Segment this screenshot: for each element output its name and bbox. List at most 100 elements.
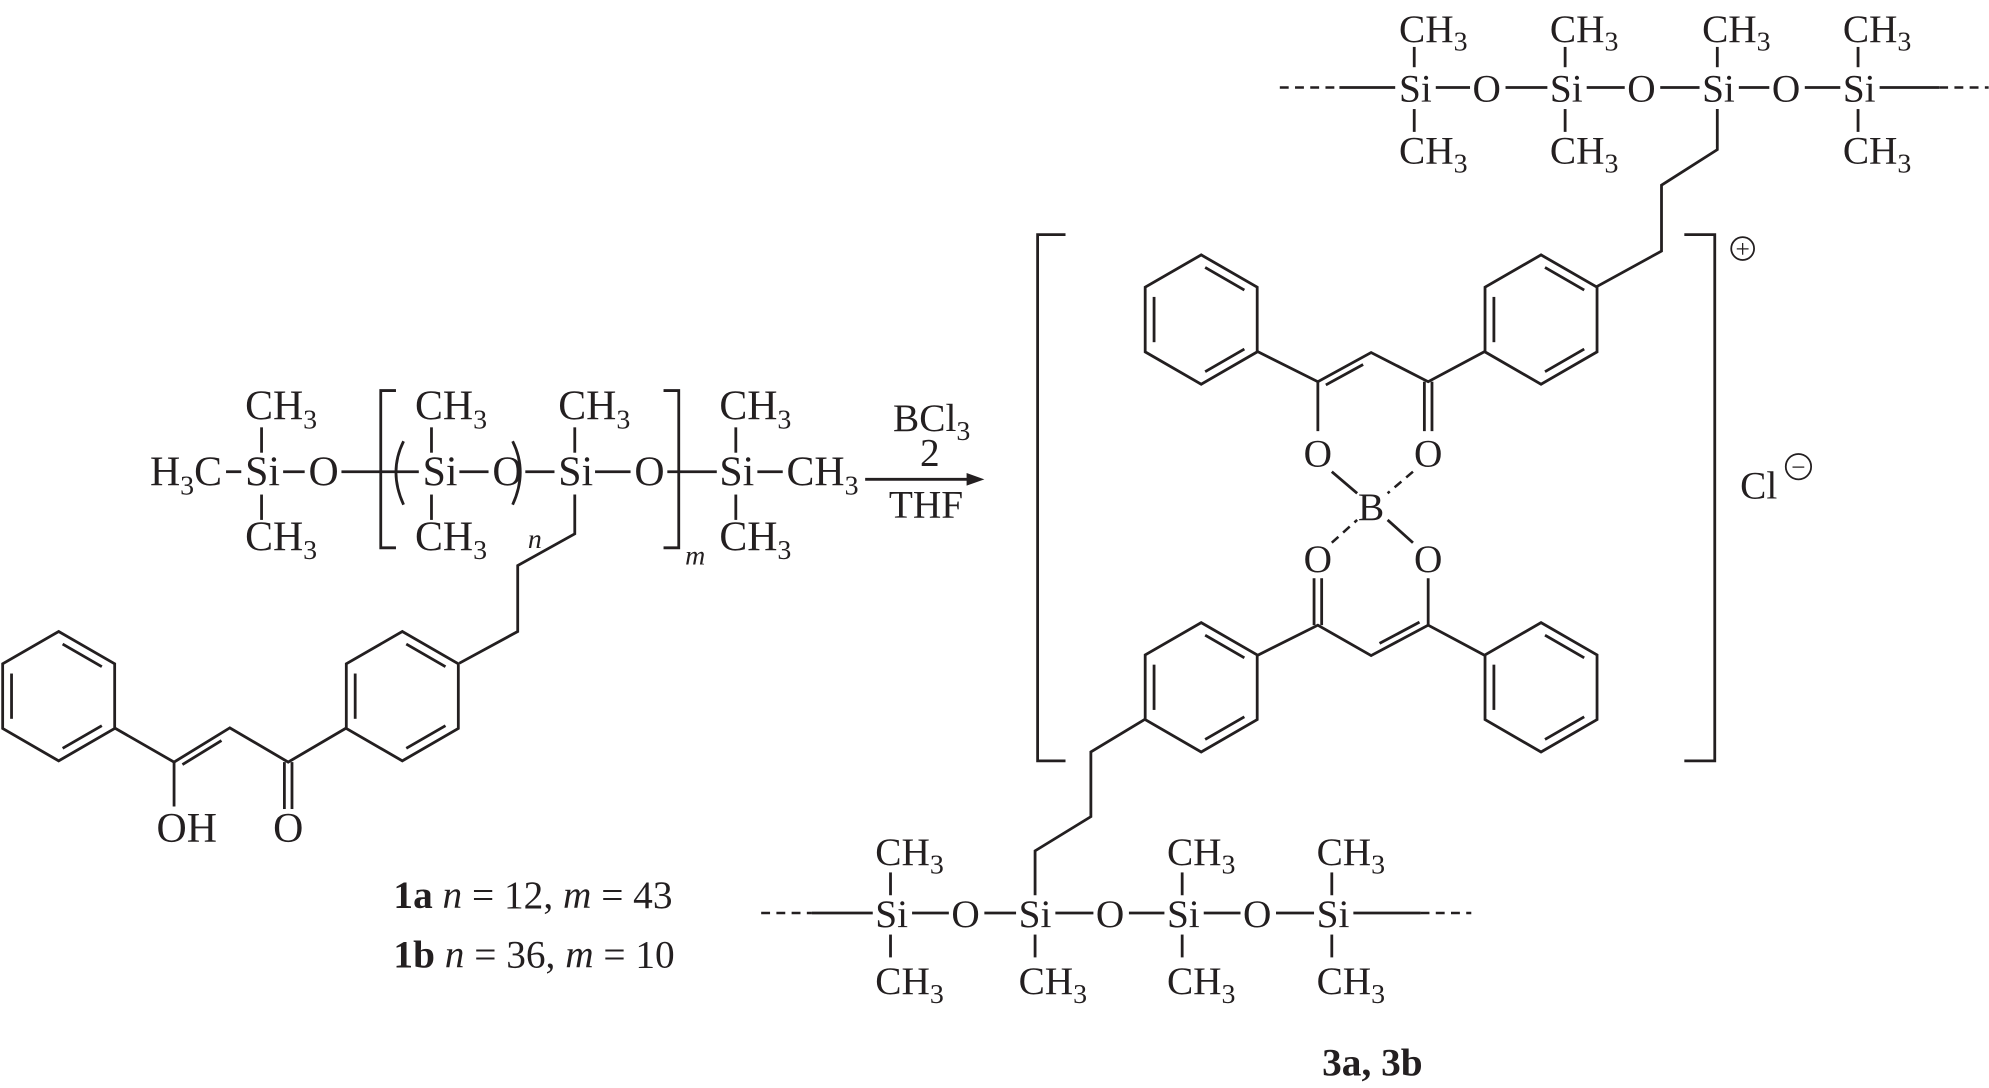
subscript: 3 bbox=[930, 850, 944, 881]
methyl-group: CH3 bbox=[1167, 830, 1236, 881]
n-symbol: n bbox=[445, 933, 465, 977]
methyl-group: CH3 bbox=[1399, 7, 1468, 58]
subscript: 3 bbox=[180, 471, 194, 502]
subscript: 3 bbox=[1897, 148, 1911, 179]
phenyl-ring bbox=[1, 629, 117, 763]
paren-right bbox=[511, 440, 522, 506]
methyl-group: H3C bbox=[150, 450, 222, 502]
reagent-equivalents: 2 bbox=[920, 430, 940, 474]
double-bond-line bbox=[1204, 715, 1246, 741]
formula-text: CH bbox=[1550, 129, 1605, 173]
silicon-atom: Si bbox=[245, 450, 280, 496]
formula-text: CH bbox=[1702, 7, 1757, 51]
minus-sign: − bbox=[1791, 454, 1805, 482]
propyl-linker bbox=[458, 494, 577, 665]
formula-text: CH bbox=[558, 384, 616, 430]
phenyl-ring bbox=[1483, 621, 1599, 754]
methyl-group: CH3 bbox=[875, 830, 944, 881]
reaction-arrow: BCl3 2 THF bbox=[865, 396, 985, 526]
complex-bracket-left bbox=[1036, 233, 1066, 763]
formula-text: CH bbox=[245, 384, 303, 430]
formula-text: CH bbox=[1167, 830, 1222, 874]
double-bond-line bbox=[181, 739, 223, 766]
formula-text: C bbox=[194, 450, 222, 496]
n-value: = 36, bbox=[464, 933, 565, 977]
formula-text: CH bbox=[1167, 959, 1222, 1003]
n-value: = 12, bbox=[462, 873, 563, 917]
silicon-atom: Si bbox=[423, 450, 458, 496]
m-value: = 10 bbox=[594, 933, 675, 977]
silicon-atom: Si bbox=[1702, 66, 1735, 110]
diketone-chain bbox=[1256, 350, 1486, 384]
coordination-bond bbox=[1330, 518, 1359, 544]
formula-text: CH bbox=[1550, 7, 1605, 51]
subscript: 3 bbox=[930, 979, 944, 1010]
formula-text: BCl bbox=[893, 396, 956, 440]
silicon-atom: Si bbox=[875, 892, 908, 936]
subscript: 3 bbox=[1454, 27, 1468, 58]
product-bottom-siloxane: Si O Si O Si O Si CH3 CH3 CH3 CH3 CH3 CH… bbox=[875, 830, 1385, 1010]
double-bond-line bbox=[1544, 347, 1585, 373]
hydroxyl-group: OH bbox=[157, 806, 217, 852]
methyl-group: CH3 bbox=[1317, 959, 1386, 1010]
formula-text: CH bbox=[415, 514, 473, 560]
formula-text: CH bbox=[787, 450, 845, 496]
starting-siloxane-chain: H3C Si O Si O Si O Si CH3 CH3 CH3 CH3 CH… bbox=[150, 384, 859, 852]
double-bond-line bbox=[1204, 347, 1246, 373]
double-bond-line bbox=[1378, 620, 1421, 645]
m-symbol: m bbox=[563, 873, 591, 917]
methyl-group: CH3 bbox=[245, 514, 317, 566]
repeat-index-n: n bbox=[528, 524, 542, 555]
oxygen-atom: O bbox=[1096, 892, 1124, 936]
double-bond-line bbox=[1204, 266, 1246, 292]
double-bond-line bbox=[61, 642, 103, 668]
silicon-atom: Si bbox=[719, 450, 754, 496]
subscript: 3 bbox=[473, 405, 487, 436]
subscript: 3 bbox=[1073, 979, 1087, 1010]
subscript: 3 bbox=[473, 535, 487, 566]
oxygen-atom: O bbox=[1414, 432, 1442, 476]
subscript: 3 bbox=[303, 405, 317, 436]
caption-1a: 1a n = 12, m = 43 bbox=[393, 873, 672, 917]
oxygen-atom: O bbox=[1627, 66, 1655, 110]
boron-atom: B bbox=[1358, 485, 1384, 529]
methyl-group: CH3 bbox=[1550, 7, 1619, 58]
complex-bracket-right bbox=[1684, 233, 1717, 763]
double-bond-line bbox=[405, 642, 447, 668]
subscript: 3 bbox=[777, 405, 791, 436]
subscript: 3 bbox=[1222, 850, 1236, 881]
phenylene-ring bbox=[1483, 253, 1599, 386]
methyl-group: CH3 bbox=[558, 384, 630, 436]
double-bond-line bbox=[405, 724, 447, 750]
formula-text: CH bbox=[1399, 7, 1454, 51]
subscript: 3 bbox=[1371, 979, 1385, 1010]
methyl-group: CH3 bbox=[719, 514, 791, 566]
subscript: 3 bbox=[1897, 27, 1911, 58]
methyl-group: CH3 bbox=[787, 450, 859, 502]
formula-text: CH bbox=[245, 514, 303, 560]
double-bond-line bbox=[1544, 715, 1585, 741]
methyl-group: CH3 bbox=[245, 384, 317, 436]
silicon-atom: Si bbox=[1550, 66, 1583, 110]
product-label: 3a, 3b bbox=[1322, 1040, 1422, 1084]
double-bond-line bbox=[1544, 633, 1585, 660]
oxygen-atom: O bbox=[951, 892, 979, 936]
methyl-group: CH3 bbox=[875, 959, 944, 1010]
propyl-linker bbox=[1596, 109, 1719, 288]
subscript: 3 bbox=[1605, 148, 1619, 179]
formula-text: CH bbox=[1019, 959, 1074, 1003]
phenyl-ring bbox=[1143, 253, 1259, 386]
oxygen-atom: O bbox=[1304, 537, 1332, 581]
oxygen-atom: O bbox=[1243, 892, 1271, 936]
double-bond-line bbox=[1544, 266, 1585, 292]
paren-left bbox=[394, 440, 405, 506]
subscript: 3 bbox=[845, 471, 859, 502]
subscript: 3 bbox=[1605, 27, 1619, 58]
silicon-atom: Si bbox=[1843, 66, 1876, 110]
silicon-atom: Si bbox=[1167, 892, 1200, 936]
bond bbox=[1386, 518, 1414, 544]
plus-sign: + bbox=[1736, 235, 1750, 263]
methyl-group: CH3 bbox=[1843, 7, 1912, 58]
oxygen-atom: O bbox=[634, 450, 664, 496]
